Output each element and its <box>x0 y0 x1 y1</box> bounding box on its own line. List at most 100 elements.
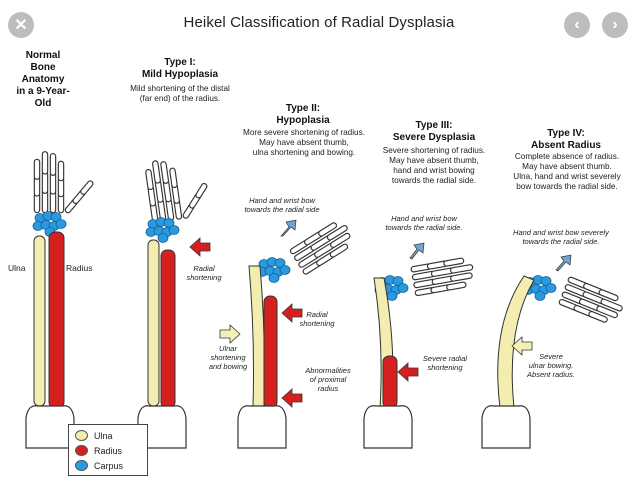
close-icon[interactable]: ✕ <box>8 12 34 38</box>
type2-hand-finger-3 <box>331 233 350 247</box>
note-ulnar-shortening: Ulnar shortening and bowing <box>208 344 248 371</box>
type4-hand-finger-4 <box>589 312 607 322</box>
type3-carpal-7 <box>386 291 398 301</box>
type1-carpal-7 <box>157 233 169 243</box>
description-type-1: Mild shortening of the distal (far end) … <box>130 84 230 103</box>
elbow-outline <box>363 405 413 449</box>
type3-red-arrow <box>397 362 419 382</box>
type2-blue-arrow <box>280 219 297 237</box>
type3-hand-finger-2 <box>432 268 454 276</box>
type4-hand-finger-2 <box>601 299 622 311</box>
type1-hand-finger-2 <box>153 161 160 183</box>
previous-icon[interactable]: ‹ <box>564 12 590 38</box>
type3-hand-finger-4 <box>415 288 434 295</box>
type3-hand-finger-2 <box>413 272 434 280</box>
type4-hand-finger-3 <box>597 306 617 318</box>
type1-ulna <box>147 239 160 407</box>
legend-swatch-radius <box>75 445 88 456</box>
elbow-outline <box>137 405 187 449</box>
elbow-outline <box>237 405 287 449</box>
type2-carpal-7 <box>268 273 280 283</box>
type1-carpal-6 <box>168 225 180 235</box>
description-type-3: Severe shortening of radius. May have ab… <box>382 146 486 185</box>
type2-ulna <box>248 265 265 407</box>
legend-item-radius: Radius <box>75 445 122 456</box>
type2-hand-finger-2 <box>328 226 347 240</box>
type2-hand-finger-1 <box>305 232 322 245</box>
diagram-title: Heikel Classification of Radial Dysplasi… <box>183 14 455 31</box>
type1-hand-finger-4 <box>170 168 177 187</box>
description-type-2: More severe shortening of radius. May ha… <box>243 128 365 157</box>
note-radial-shortening-2: Radial shortening <box>299 310 335 328</box>
type3-hand-finger-4 <box>431 285 450 293</box>
type4-hand-finger-2 <box>583 292 604 304</box>
heading-normal: Normal Bone Anatomy in a 9-Year-Old <box>16 50 70 109</box>
type1-radius <box>160 249 176 409</box>
type2-hand-finger-3 <box>315 243 334 257</box>
type2-carpal-6 <box>279 265 291 275</box>
type2-hand-finger-2 <box>311 236 331 250</box>
type2-hand-finger-3 <box>299 253 318 267</box>
legend: Ulna Radius Carpus <box>68 424 148 476</box>
type3-hand-finger-3 <box>432 276 454 284</box>
type1-hand-finger-4 <box>174 200 181 219</box>
next-icon[interactable]: › <box>602 12 628 38</box>
heading-type-4: Type IV: Absent Radius <box>530 128 601 151</box>
type4-hand-finger-1 <box>568 277 587 288</box>
type1-hand-finger-3 <box>166 199 174 220</box>
type1-hand-finger-4 <box>172 184 179 203</box>
heading-type-1: Type I: Mild Hypoplasia <box>141 57 219 80</box>
type3-hand-finger-1 <box>411 264 431 272</box>
type1-hand-finger-1 <box>150 203 158 222</box>
heading-type-2: Type II: Hypoplasia <box>276 103 330 126</box>
type4-hand-finger-3 <box>562 292 583 304</box>
type3-blue-arrow <box>409 242 425 260</box>
type2-hand-finger-4 <box>303 261 320 274</box>
type1-hand-finger-1 <box>148 186 155 206</box>
type1-hand-finger-1 <box>146 170 153 189</box>
type2-hand-finger-4 <box>330 244 348 257</box>
legend-label-ulna: Ulna <box>94 430 113 441</box>
normal-radius <box>48 231 65 409</box>
legend-swatch-ulna <box>75 430 88 441</box>
label-ulna: Ulna <box>8 263 26 273</box>
type4-hand-finger-2 <box>565 285 586 296</box>
note-hand-bow-3: Hand and wrist bow towards the radial si… <box>385 214 463 232</box>
type3-hand-finger-1 <box>428 261 447 269</box>
description-type-4: Complete absence of radius. May have abs… <box>513 152 621 191</box>
type4-yellow-arrow <box>511 336 533 356</box>
legend-item-carpus: Carpus <box>75 460 123 471</box>
type3-hand-finger-3 <box>451 273 472 281</box>
legend-item-ulna: Ulna <box>75 430 113 441</box>
type2-hand-finger-4 <box>317 253 334 265</box>
type3-hand-finger-2 <box>451 265 473 273</box>
type2-hand-finger-2 <box>295 246 314 260</box>
type2-yellow-arrow <box>219 324 241 344</box>
type4-hand-finger-3 <box>580 299 600 311</box>
note-radial-shortening-1: Radial shortening <box>186 264 222 282</box>
note-hand-bow-4: Hand and wrist bow severely towards the … <box>513 228 609 246</box>
heading-type-3: Type III: Severe Dysplasia <box>392 120 476 143</box>
type3-radius <box>382 355 398 409</box>
type3-hand-finger-3 <box>414 280 435 288</box>
type1-hand-finger-2 <box>155 180 163 202</box>
note-hand-bow-2: Hand and wrist bow towards the radial si… <box>244 196 320 214</box>
normal-hand-thumb <box>81 181 93 194</box>
type2-red-arrow-1 <box>281 303 303 323</box>
normal-ulna <box>33 235 46 407</box>
normal-carpal-6 <box>55 219 67 229</box>
label-radius: Radius <box>66 263 93 273</box>
note-abnormalities: Abnormalities of proximal radius <box>305 366 351 393</box>
elbow-outline <box>25 405 75 449</box>
legend-swatch-carpus <box>75 460 88 471</box>
type1-hand-thumb <box>196 184 207 198</box>
type1-red-arrow <box>189 237 211 257</box>
type4-hand-finger-4 <box>559 300 578 310</box>
elbow-outline <box>481 405 531 449</box>
legend-label-carpus: Carpus <box>94 460 124 471</box>
type1-hand-finger-3 <box>161 162 168 183</box>
type4-blue-arrow <box>555 254 572 272</box>
type4-carpal-6 <box>545 283 557 293</box>
